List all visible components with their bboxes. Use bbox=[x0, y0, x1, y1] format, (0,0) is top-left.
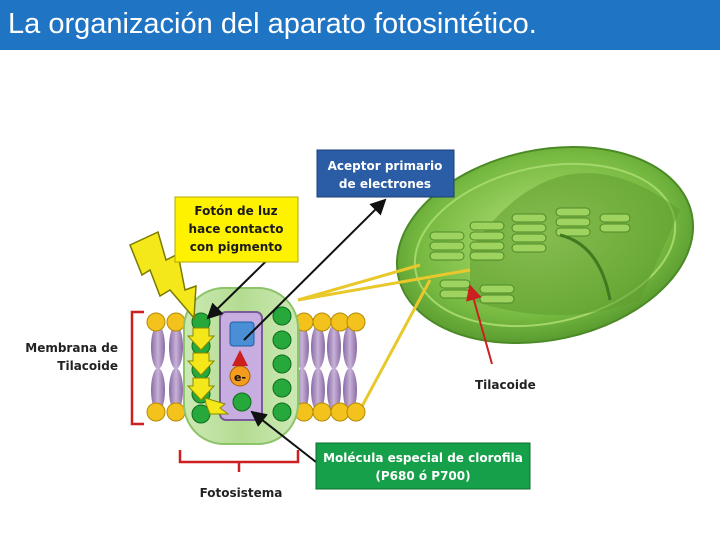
grana-stacks bbox=[429, 207, 631, 304]
electron bbox=[229, 365, 251, 387]
arrow-to-aceptor bbox=[243, 198, 387, 341]
foton-line2: hace contacto bbox=[189, 222, 284, 236]
title-bar: La organización del aparato fotosintétic… bbox=[0, 0, 720, 50]
arrow-tilacoide bbox=[466, 284, 493, 365]
membrana-line2: Tilacoide bbox=[57, 359, 118, 373]
electron-label: e- bbox=[234, 371, 246, 384]
arrow-to-molecula bbox=[250, 410, 317, 463]
zoom-lines bbox=[297, 263, 471, 411]
fotosistema-label: Fotosistema bbox=[200, 486, 283, 500]
special-chlorophyll bbox=[232, 392, 252, 412]
membrana-line1: Membrana de bbox=[25, 341, 118, 355]
tilacoide-label: Tilacoide bbox=[475, 378, 536, 392]
aceptor-line1: Aceptor primario bbox=[328, 159, 443, 173]
membrana-bracket bbox=[130, 310, 144, 426]
molecula-box: Molécula especial de clorofila (P680 ó P… bbox=[315, 442, 531, 490]
page-title: La organización del aparato fotosintétic… bbox=[8, 8, 537, 40]
fotosistema-bracket bbox=[178, 450, 300, 472]
foton-box: Fotón de luz hace contacto con pigmento bbox=[174, 196, 299, 263]
molecula-line1: Molécula especial de clorofila bbox=[323, 451, 523, 465]
aceptor-line2: de electrones bbox=[339, 177, 431, 191]
photosystem: e- bbox=[183, 287, 299, 445]
foton-line3: con pigmento bbox=[190, 240, 283, 254]
molecula-line2: (P680 ó P700) bbox=[375, 469, 470, 483]
lightning-bolt-icon bbox=[129, 230, 197, 320]
foton-line1: Fotón de luz bbox=[194, 204, 277, 218]
aceptor-box: Aceptor primario de electrones bbox=[316, 149, 455, 198]
